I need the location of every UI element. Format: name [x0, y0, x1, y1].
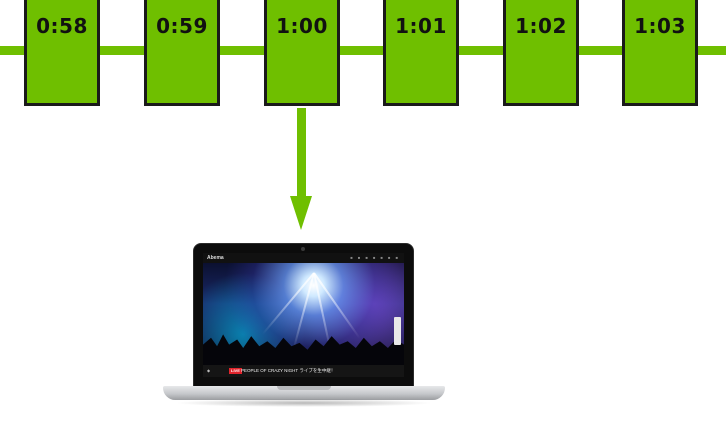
side-control-panel [394, 317, 401, 345]
frame-box: 1:02 [503, 0, 579, 106]
laptop: Abema ■ ■ ■ ■ ■ ■ ■ ◆ LIVE PEOPLE OF CRA… [193, 243, 414, 388]
crowd-silhouette [203, 334, 404, 365]
frame-time-label: 1:01 [395, 14, 447, 38]
program-title: PEOPLE OF CRAZY NIGHT ライブを生中継！ [241, 368, 336, 373]
down-arrow-shaft [297, 108, 306, 204]
frame-time-label: 1:02 [515, 14, 567, 38]
laptop-notch [277, 386, 331, 390]
nav-menu-items: ■ ■ ■ ■ ■ ■ ■ [350, 255, 400, 260]
app-logo: Abema [207, 255, 224, 261]
frame-time-label: 1:03 [634, 14, 686, 38]
frame-box: 0:59 [144, 0, 220, 106]
frame-box-selected: 1:00 [264, 0, 340, 106]
screen-nav-bar: Abema ■ ■ ■ ■ ■ ■ ■ [203, 253, 404, 263]
frame-box: 1:01 [383, 0, 459, 106]
laptop-shadow [175, 399, 433, 407]
frame-box: 1:03 [622, 0, 698, 106]
live-badge: LIVE [229, 368, 242, 374]
laptop-base [163, 386, 445, 400]
frame-time-label: 1:00 [276, 14, 328, 38]
frame-box: 0:58 [24, 0, 100, 106]
concert-video-image [203, 263, 404, 365]
program-info-bar: ◆ LIVE PEOPLE OF CRAZY NIGHT ライブを生中継！ [203, 365, 404, 377]
frame-time-label: 0:58 [36, 14, 88, 38]
down-arrow-icon [290, 196, 312, 230]
timeline-line [0, 46, 726, 55]
camera-icon [301, 247, 305, 251]
channel-logo-icon: ◆ [207, 368, 211, 373]
frame-time-label: 0:59 [156, 14, 208, 38]
laptop-screen: Abema ■ ■ ■ ■ ■ ■ ■ ◆ LIVE PEOPLE OF CRA… [203, 253, 404, 377]
